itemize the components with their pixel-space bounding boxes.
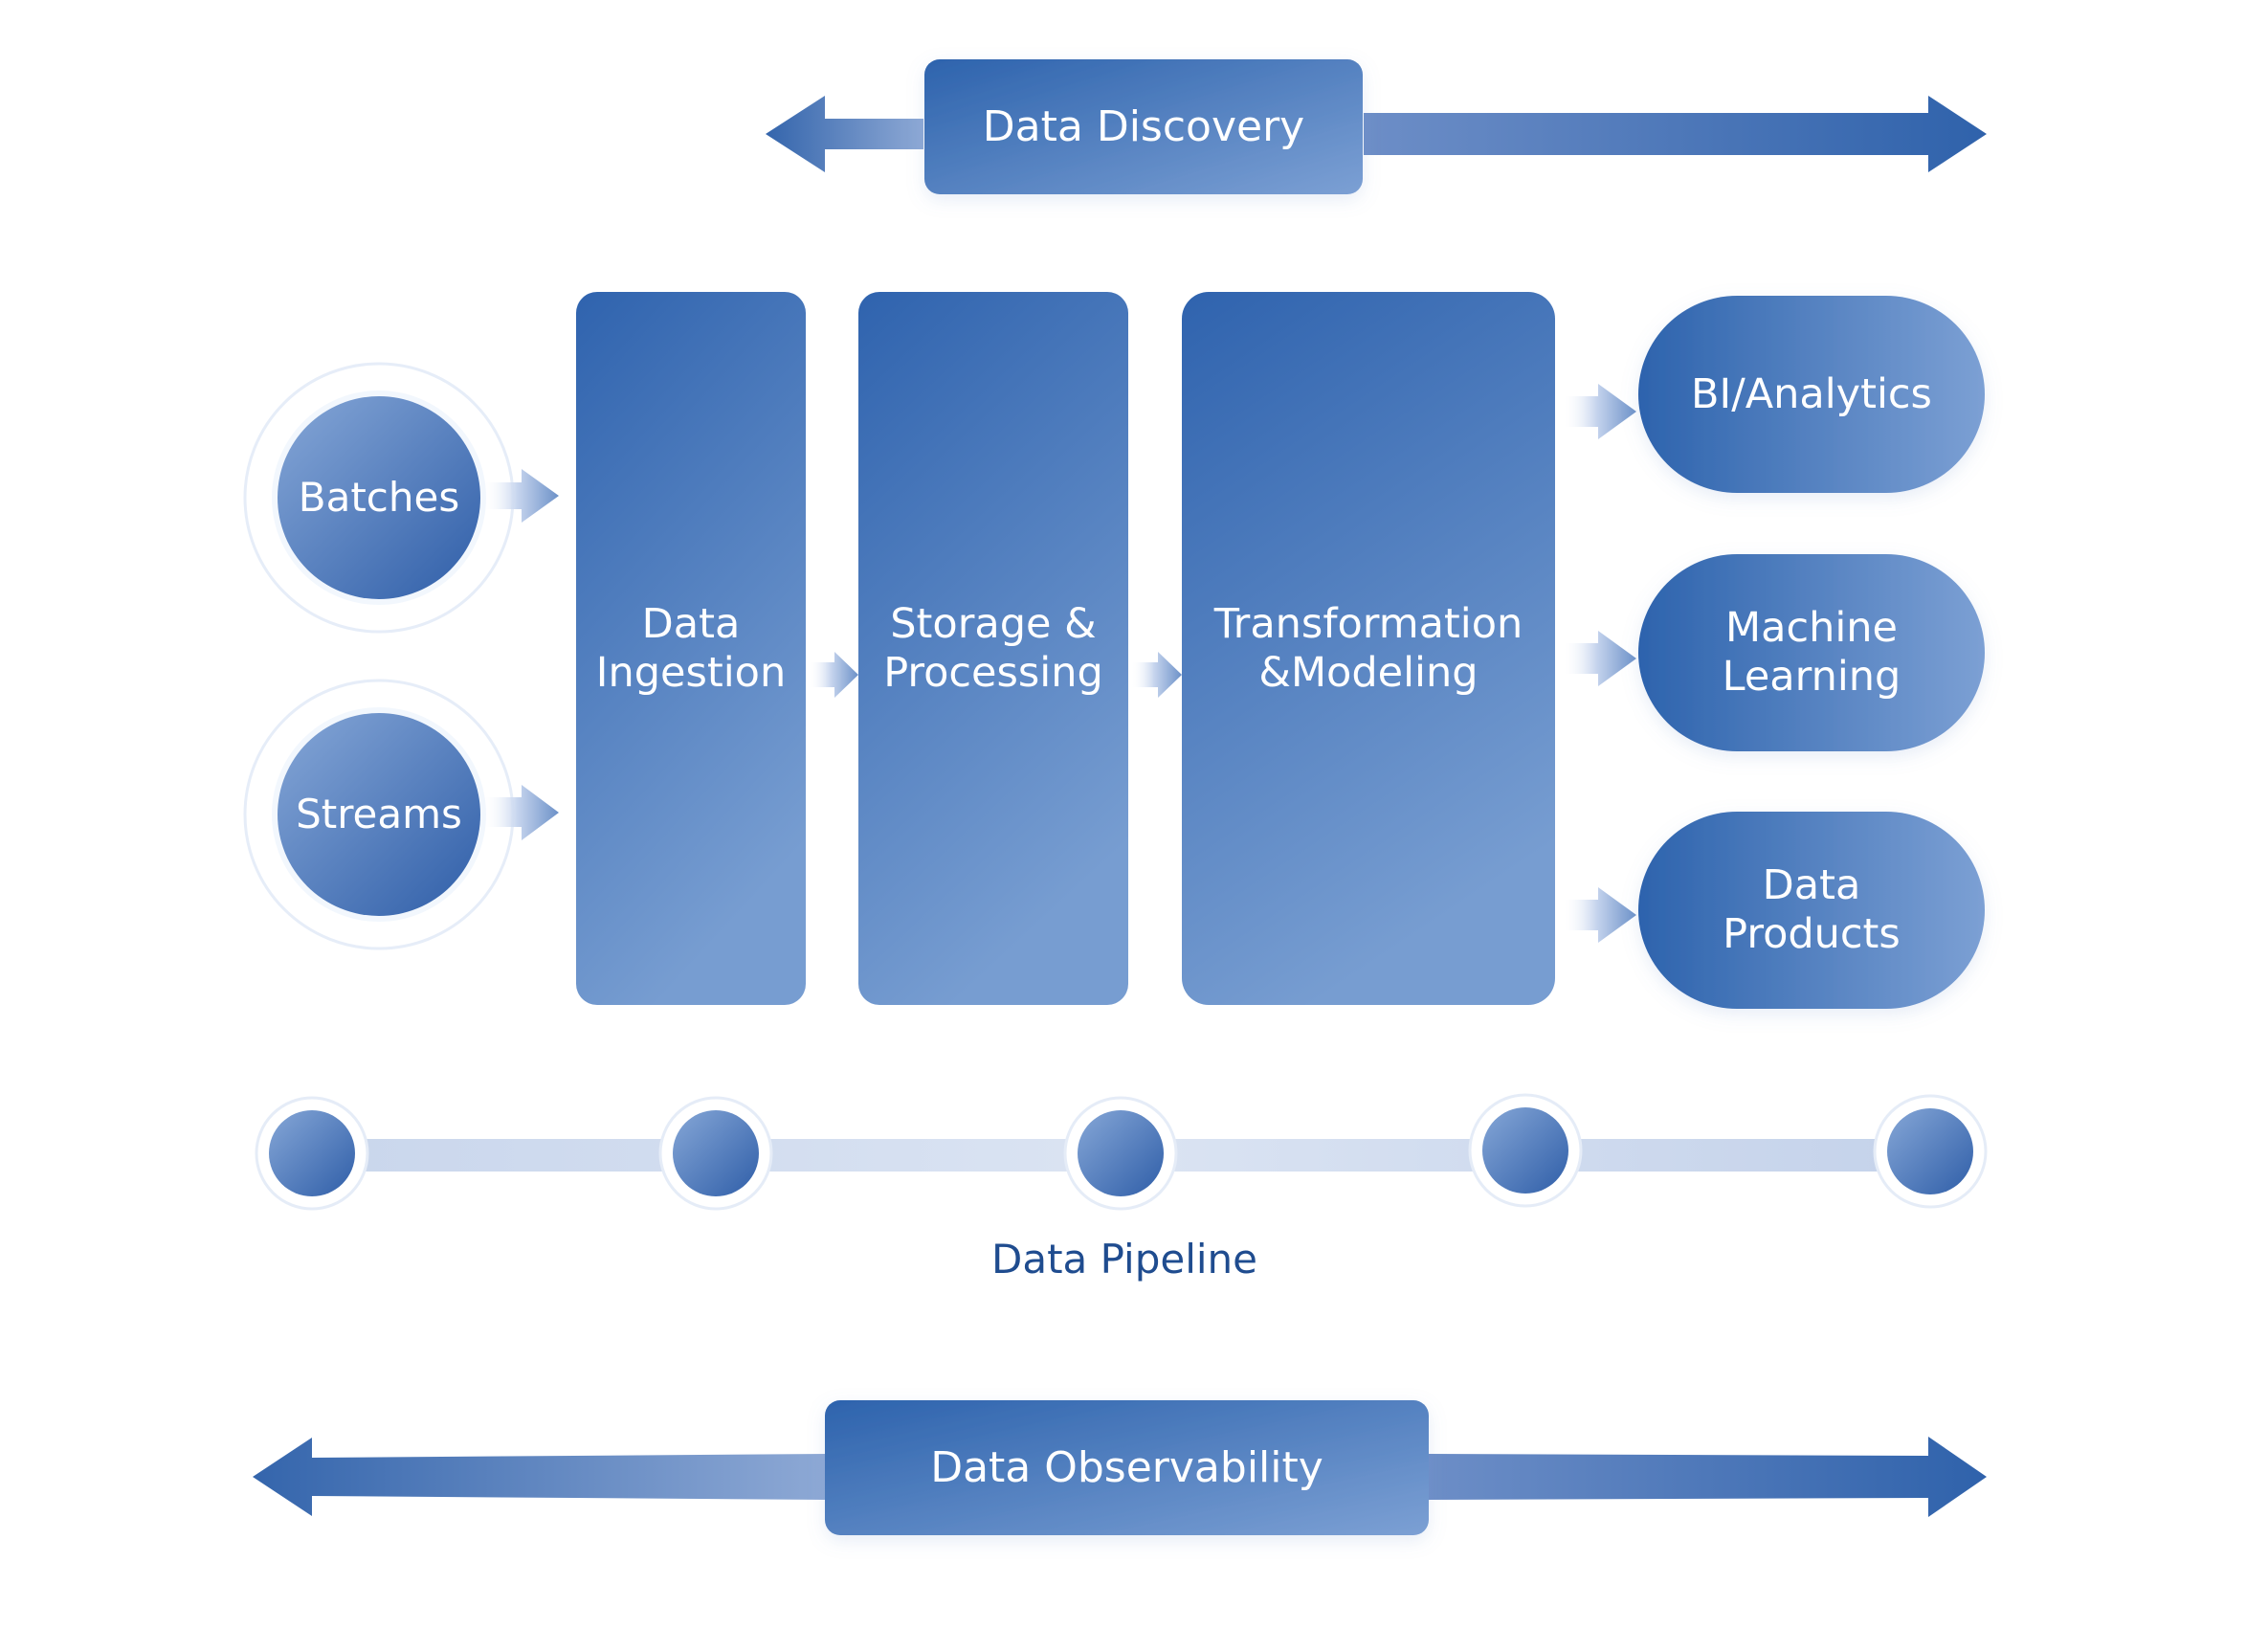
pipeline-node-5 <box>1887 1108 1973 1194</box>
pipeline-group <box>255 1093 1988 1211</box>
to-products-arrow <box>1563 887 1636 943</box>
machine-learning-box <box>1638 554 1985 751</box>
data-ingestion-box <box>576 292 806 1005</box>
streams-circle <box>278 713 480 916</box>
data-observability-box <box>825 1400 1429 1535</box>
bottom-left-arrow <box>253 1438 829 1516</box>
bi-analytics-box <box>1638 296 1985 493</box>
bottom-right-arrow <box>1426 1437 1987 1517</box>
data-products-box <box>1638 812 1985 1009</box>
pipeline-node-2 <box>673 1110 759 1196</box>
pipeline-node-4 <box>1482 1107 1568 1194</box>
top-left-arrow <box>766 96 923 172</box>
bottom-double-arrow-group <box>253 1400 1987 1535</box>
transformation-modeling-box <box>1182 292 1555 1005</box>
top-right-arrow <box>1364 96 1987 172</box>
storage-to-transformation-arrow <box>1131 652 1182 698</box>
sources-group <box>243 362 515 950</box>
source-arrows-group <box>483 469 559 840</box>
storage-processing-box <box>858 292 1128 1005</box>
streams-arrow <box>483 785 559 840</box>
output-arrows-group <box>1563 384 1636 943</box>
data-discovery-box <box>924 59 1363 194</box>
ingestion-to-storage-arrow <box>809 652 858 698</box>
pipeline-node-1 <box>269 1110 355 1196</box>
stage-arrows-group <box>809 652 1182 698</box>
batches-arrow <box>483 469 559 523</box>
stages-group <box>576 292 1555 1005</box>
to-bi-arrow <box>1563 384 1636 439</box>
outputs-group <box>1638 296 1985 1009</box>
batches-circle <box>278 396 480 599</box>
top-double-arrow-group <box>766 59 1987 194</box>
pipeline-node-3 <box>1078 1110 1164 1196</box>
to-ml-arrow <box>1563 631 1636 686</box>
